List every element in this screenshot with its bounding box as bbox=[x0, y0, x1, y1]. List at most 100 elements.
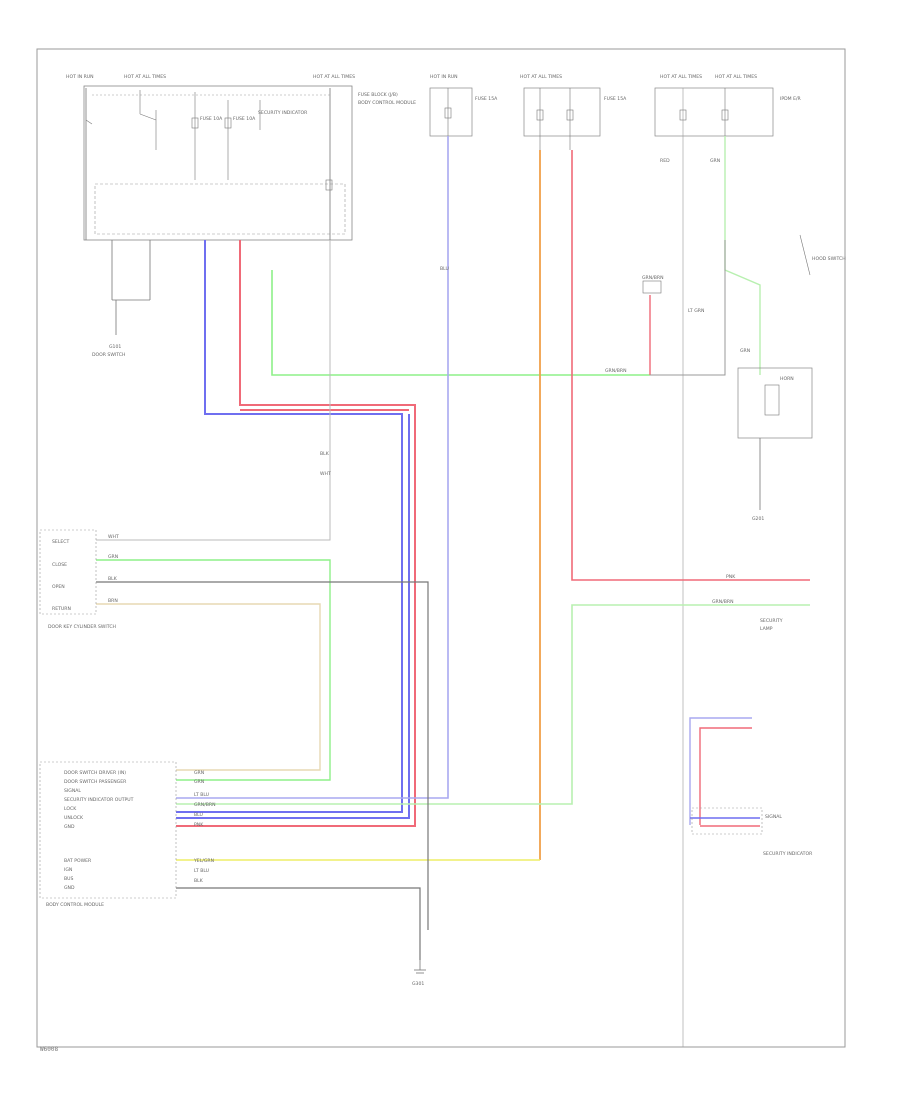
module-label: BODY CONTROL MODULE bbox=[46, 902, 104, 908]
connector-box bbox=[691, 807, 763, 835]
module-label: DOOR KEY CYLINDER SWITCH bbox=[48, 624, 116, 630]
wire-label: GRN bbox=[194, 770, 204, 776]
horn-relay: HORN HOOD SWITCH G201 GRN/BRN bbox=[642, 234, 846, 522]
module-label: BODY CONTROL MODULE bbox=[358, 100, 416, 106]
ground-bottom: G301 bbox=[412, 960, 426, 987]
bcm-pin: DOOR SWITCH PASSENGER bbox=[64, 779, 127, 785]
pin-label: SECURITY bbox=[760, 618, 783, 624]
wire-red-right bbox=[699, 727, 752, 825]
wire-gray-right bbox=[650, 240, 726, 376]
wire-label: LT GRN bbox=[688, 308, 704, 314]
bcm-pin: GND bbox=[64, 824, 75, 830]
fuse-block-left-box bbox=[83, 85, 353, 241]
fuse-label: HOT AT ALL TIMES bbox=[520, 74, 562, 80]
fuse-label: HOT IN RUN bbox=[430, 74, 458, 80]
wire-label: YEL/GRN bbox=[193, 858, 214, 864]
fuse-block-left: HOT IN RUN HOT AT ALL TIMES HOT AT ALL T… bbox=[66, 74, 416, 241]
horn-relay-box bbox=[737, 367, 813, 439]
pin-label: RETURN bbox=[52, 606, 71, 612]
wire-label: BLK bbox=[194, 878, 204, 884]
pin-label: OPEN bbox=[52, 584, 65, 590]
wire-label: BLU bbox=[194, 812, 203, 818]
wire-label: BLK bbox=[320, 451, 330, 457]
wire-blue-right bbox=[689, 717, 752, 825]
bcm-pin: SECURITY INDICATOR OUTPUT bbox=[64, 797, 134, 803]
wire-label: GRN/BRN bbox=[605, 368, 627, 374]
pin-label: SIGNAL bbox=[765, 814, 782, 820]
fuse-box-2 bbox=[523, 87, 601, 137]
module-label: SECURITY INDICATOR bbox=[763, 851, 813, 857]
bcm-module: DOOR SWITCH DRIVER (IN) DOOR SWITCH PASS… bbox=[39, 761, 216, 908]
pin-label: CLOSE bbox=[52, 562, 67, 568]
wire-label: BRN bbox=[108, 598, 118, 604]
fuse-symbol bbox=[566, 109, 574, 121]
fuse-symbol bbox=[536, 109, 544, 121]
fuse-symbol bbox=[325, 179, 333, 191]
horn-coil bbox=[764, 384, 780, 416]
fuse-label: HOT AT ALL TIMES bbox=[715, 74, 757, 80]
bcm-top-connectors: G101 DOOR SWITCH bbox=[92, 240, 151, 358]
bcm-pin: BAT POWER bbox=[64, 858, 92, 864]
diagram-code: W6008 bbox=[40, 1046, 59, 1053]
ground-label: G101 bbox=[109, 344, 121, 350]
ground-label: G301 bbox=[412, 981, 424, 987]
wire-label: GRN/BRN bbox=[194, 802, 216, 808]
fuse-symbol bbox=[224, 117, 232, 129]
wire-label: LT BLU bbox=[194, 868, 209, 874]
wire-label: PNK bbox=[194, 822, 204, 828]
module-label: HOOD SWITCH bbox=[812, 256, 846, 262]
fuse-block-left-inner bbox=[94, 183, 346, 235]
fuse-box-3 bbox=[654, 87, 774, 137]
wire-label: WHT bbox=[320, 471, 331, 477]
fuse-label: HOT AT ALL TIMES bbox=[313, 74, 355, 80]
wire-label: GRN/BRN bbox=[642, 275, 664, 281]
wire-label: PNK bbox=[726, 574, 736, 580]
security-right: PNK GRN/BRN SECURITY LAMP SIGNAL SECURIT… bbox=[691, 574, 813, 857]
wire-label: BLU bbox=[440, 266, 449, 272]
fuse-block-center: HOT IN RUN FUSE 15A HOT AT ALL TIMES FUS… bbox=[429, 74, 802, 1047]
wire-lightblue bbox=[176, 136, 449, 799]
wire-green-left bbox=[96, 559, 331, 781]
left-module-box bbox=[39, 529, 97, 615]
wire-white bbox=[96, 240, 331, 541]
wire-label: GRN/BRN bbox=[712, 599, 734, 605]
module-label: SECURITY INDICATOR bbox=[258, 110, 308, 116]
fuse-label: HOT AT ALL TIMES bbox=[660, 74, 702, 80]
bcm-pin: DOOR SWITCH DRIVER (IN) bbox=[64, 770, 126, 776]
bcm-pin: UNLOCK bbox=[64, 815, 84, 821]
fuse-value: FUSE 15A bbox=[604, 96, 627, 102]
module-label: DOOR SWITCH bbox=[92, 352, 125, 358]
fuse-value: FUSE 10A bbox=[200, 116, 223, 122]
fuse-value: FUSE 10A bbox=[233, 116, 256, 122]
pin-label: LAMP bbox=[760, 626, 773, 632]
wire-label: GRN bbox=[108, 554, 118, 560]
fuse-label: HOT IN RUN bbox=[66, 74, 94, 80]
fuse-label: HOT AT ALL TIMES bbox=[124, 74, 166, 80]
wire-pink bbox=[571, 150, 810, 581]
wire-green bbox=[271, 270, 650, 376]
fuse-symbol bbox=[444, 107, 452, 119]
left-module: SELECT CLOSE OPEN RETURN WHT GRN BLK BRN… bbox=[39, 529, 119, 630]
wire-label: GRN bbox=[740, 348, 750, 354]
fuse-symbol bbox=[191, 117, 199, 129]
wire-label: BLK bbox=[108, 576, 118, 582]
module-label: HORN bbox=[780, 376, 794, 382]
bcm-pin: BUS bbox=[64, 876, 74, 882]
bcm-pin: SIGNAL bbox=[64, 788, 81, 794]
wire-black bbox=[96, 581, 429, 930]
fuse-box-1 bbox=[429, 87, 473, 137]
bcm-pin: GND bbox=[64, 885, 75, 891]
module-label: FUSE BLOCK (J/B) bbox=[358, 92, 398, 98]
connector-right bbox=[642, 280, 662, 294]
ground-label: G201 bbox=[752, 516, 764, 522]
module-label: IPDM E/R bbox=[780, 96, 802, 102]
fuse-symbol bbox=[721, 109, 729, 121]
pin-label: SELECT bbox=[52, 539, 69, 545]
wire-red bbox=[176, 240, 416, 827]
wire-tan bbox=[96, 603, 321, 771]
wire-label: LT BLU bbox=[194, 792, 209, 798]
bcm-box bbox=[39, 761, 177, 899]
wire-blue-2 bbox=[176, 414, 410, 819]
diagram-border bbox=[36, 48, 846, 1048]
